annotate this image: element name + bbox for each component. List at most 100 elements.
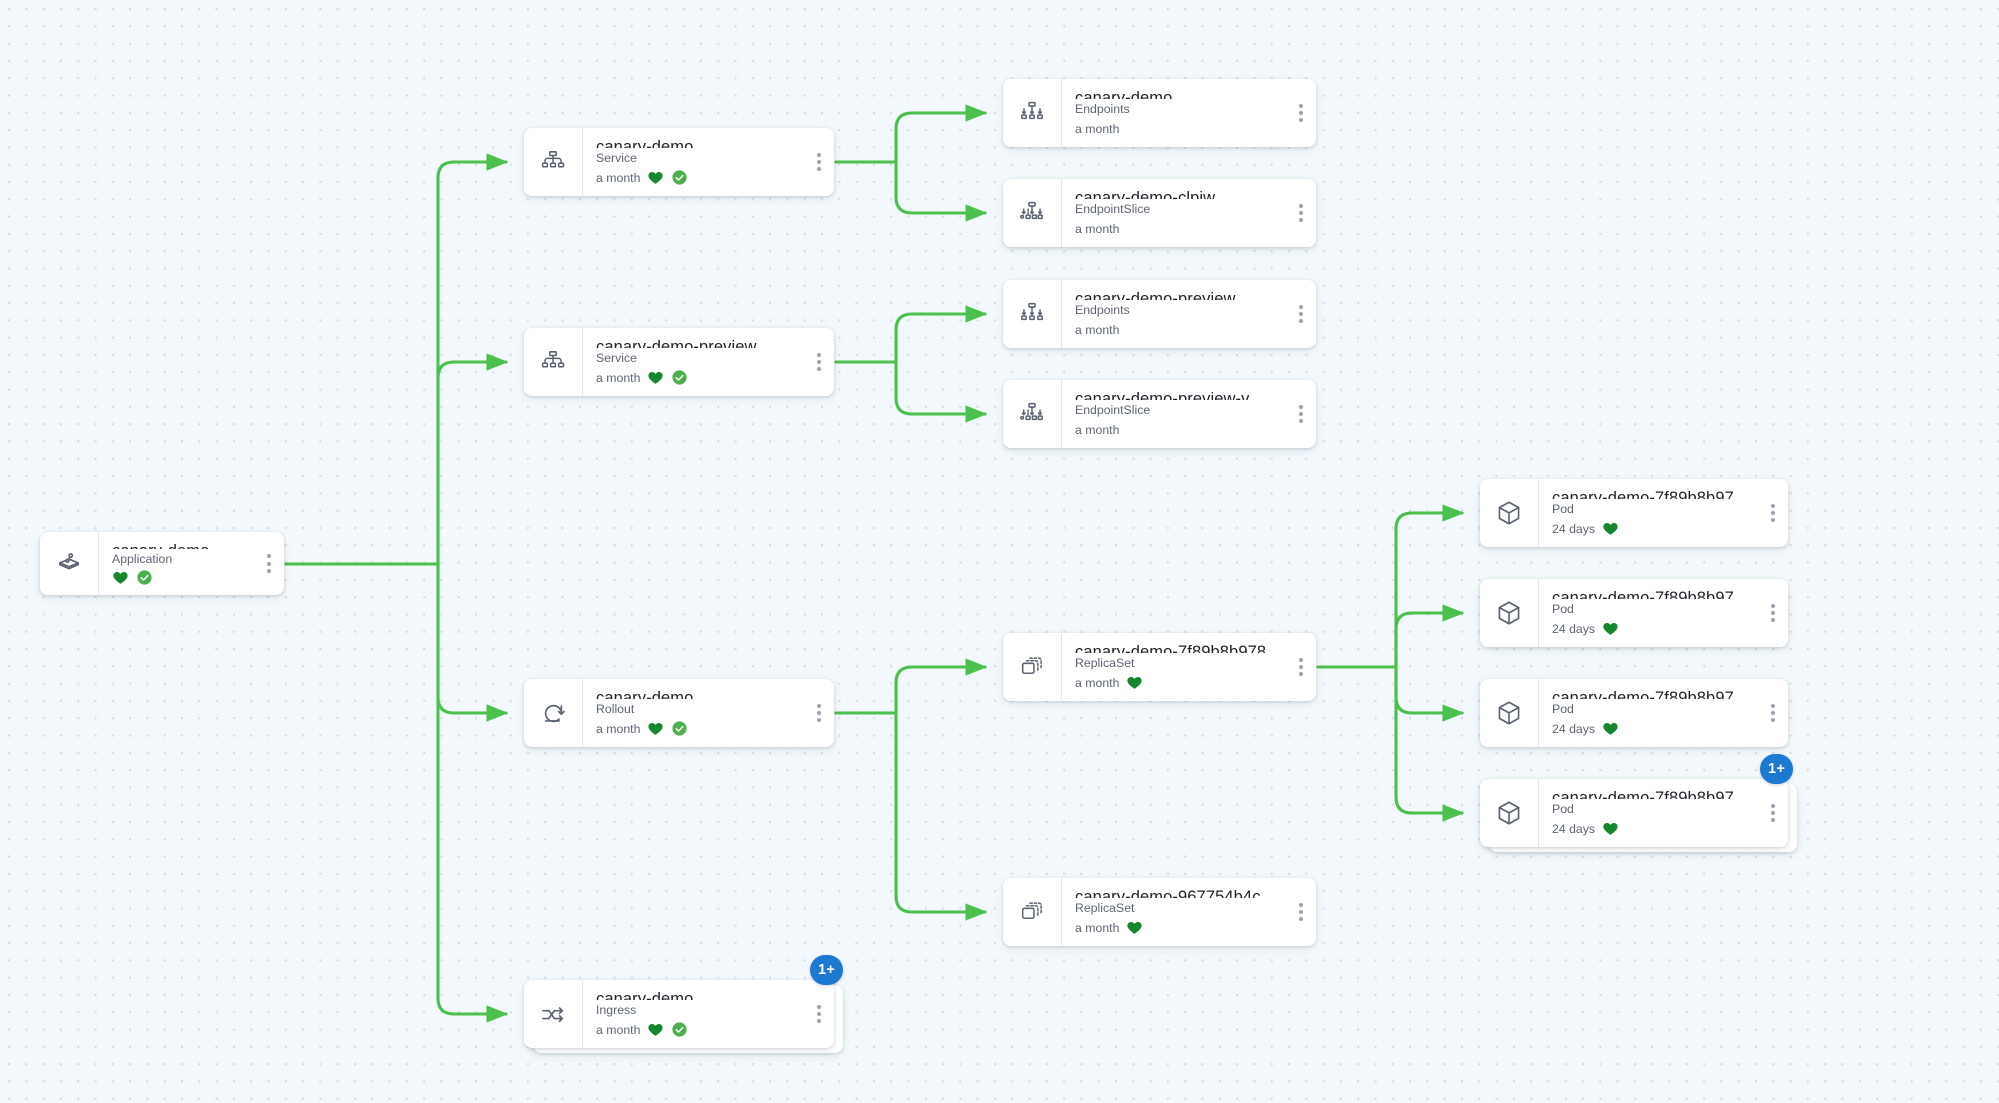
sync-status-icon[interactable] (671, 169, 688, 186)
node-kind: ReplicaSet (1075, 656, 1135, 671)
node-kind: EndpointSlice (1075, 403, 1151, 418)
health-status-icon[interactable] (647, 369, 664, 386)
node-title: canary-demo-preview (1075, 290, 1236, 301)
endpointslice-icon (1003, 380, 1061, 448)
sync-status-icon[interactable] (671, 369, 688, 386)
node-status-row: a month (1075, 220, 1290, 238)
resource-node-app[interactable]: canary-demoApplication (40, 532, 284, 595)
node-age: a month (1075, 221, 1120, 236)
node-context-menu-button[interactable] (808, 679, 834, 747)
node-context-menu-button[interactable] (1290, 633, 1316, 701)
node-context-menu-button[interactable] (808, 980, 834, 1048)
node-context-menu-button[interactable] (1762, 579, 1788, 647)
health-status-icon[interactable] (1602, 520, 1619, 537)
node-context-menu-button[interactable] (808, 128, 834, 196)
health-status-icon[interactable] (112, 569, 129, 586)
node-age: a month (1075, 322, 1120, 337)
ingress-icon (524, 980, 582, 1048)
service-icon (524, 128, 582, 196)
node-title: canary-demo-7f89b8b97... (1552, 589, 1748, 600)
node-kind: Pod (1552, 802, 1574, 817)
node-status-row: a month (596, 369, 808, 387)
health-status-icon[interactable] (647, 720, 664, 737)
overflow-count-badge-pods-overflow[interactable]: 1+ (1760, 754, 1794, 784)
rollout-icon (524, 679, 582, 747)
node-context-menu-button[interactable] (1290, 878, 1316, 946)
node-body: canary-demo-7f89b8b97... Pod 24 days (1538, 579, 1762, 647)
health-status-icon[interactable] (1602, 720, 1619, 737)
node-status-row: a month (1075, 919, 1290, 937)
node-age: 24 days (1552, 721, 1596, 736)
node-title: canary-demo-clpjw (1075, 189, 1216, 200)
node-kind: Pod (1552, 602, 1574, 617)
node-context-menu-button[interactable] (1762, 679, 1788, 747)
endpoints-icon (1003, 79, 1061, 147)
resource-node-pod-2[interactable]: canary-demo-7f89b8b97... Pod 24 days (1480, 579, 1788, 647)
sync-status-icon[interactable] (671, 1021, 688, 1038)
node-kind: Service (596, 351, 638, 366)
node-age: a month (596, 721, 641, 736)
node-status-row: a month (1075, 421, 1290, 439)
resource-node-pod-4[interactable]: canary-demo-7f89b8b97... Pod 24 days (1480, 779, 1788, 847)
resource-node-eps-canary-demo-preview-v[interactable]: canary-demo-preview-v... EndpointSlice a m… (1003, 380, 1316, 448)
node-title: canary-demo (1075, 89, 1173, 100)
health-status-icon[interactable] (1602, 620, 1619, 637)
node-body: canary-demo-preview-v... EndpointSlice a m… (1061, 380, 1290, 448)
node-age: a month (1075, 920, 1120, 935)
sync-status-icon[interactable] (671, 720, 688, 737)
node-context-menu-button[interactable] (258, 532, 284, 595)
sync-status-icon[interactable] (136, 569, 153, 586)
node-context-menu-button[interactable] (808, 328, 834, 396)
node-context-menu-button[interactable] (1762, 779, 1788, 847)
node-kind: EndpointSlice (1075, 202, 1151, 217)
node-context-menu-button[interactable] (1290, 179, 1316, 247)
node-title: canary-demo-preview-v... (1075, 390, 1263, 401)
endpoints-icon (1003, 280, 1061, 348)
node-age: a month (596, 370, 641, 385)
health-status-icon[interactable] (647, 169, 664, 186)
pod-icon (1480, 679, 1538, 747)
argo-application-icon (40, 532, 98, 595)
node-status-row (112, 569, 258, 586)
node-status-row: a month (1075, 674, 1290, 692)
node-age: a month (1075, 121, 1120, 136)
pod-icon (1480, 779, 1538, 847)
node-kind: Ingress (596, 1003, 637, 1018)
node-status-row: 24 days (1552, 620, 1762, 638)
node-age: 24 days (1552, 521, 1596, 536)
node-context-menu-button[interactable] (1290, 280, 1316, 348)
node-age: 24 days (1552, 821, 1596, 836)
node-title: canary-demo-7f89b8b97... (1552, 789, 1748, 800)
node-title: canary-demo-967754b4c (1075, 888, 1261, 899)
node-context-menu-button[interactable] (1762, 479, 1788, 547)
health-status-icon[interactable] (647, 1021, 664, 1038)
health-status-icon[interactable] (1126, 674, 1143, 691)
node-title: canary-demo (596, 138, 694, 149)
node-context-menu-button[interactable] (1290, 380, 1316, 448)
node-context-menu-button[interactable] (1290, 79, 1316, 147)
health-status-icon[interactable] (1126, 919, 1143, 936)
node-kind: Pod (1552, 502, 1574, 517)
overflow-count-badge-ingress-overflow[interactable]: 1+ (810, 955, 844, 985)
node-title: canary-demo (596, 990, 694, 1001)
node-kind: Endpoints (1075, 102, 1130, 117)
node-kind: Service (596, 151, 638, 166)
node-age: a month (596, 170, 641, 185)
health-status-icon[interactable] (1602, 820, 1619, 837)
